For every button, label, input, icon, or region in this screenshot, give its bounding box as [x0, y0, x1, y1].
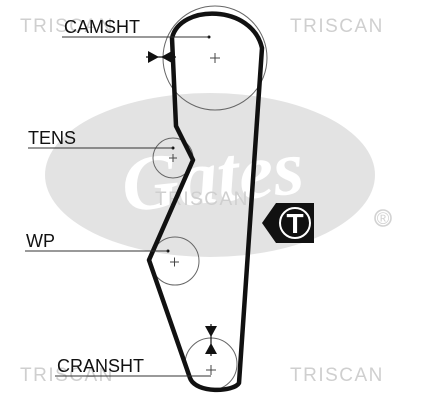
double-arrow-horizontal-icon — [146, 51, 176, 63]
double-arrow-vertical-icon — [205, 324, 217, 356]
plus-icon — [169, 154, 177, 162]
triscan-watermark-top-right: TRISCAN — [290, 16, 384, 37]
water-pump-label: WP — [26, 231, 55, 251]
camshaft-label: CAMSHT — [64, 17, 140, 37]
plus-icon — [170, 257, 179, 267]
crankshaft-label: CRANSHT — [57, 356, 144, 376]
plus-icon — [210, 53, 220, 63]
t-badge-icon: T — [262, 203, 314, 243]
registered-mark: ® — [377, 209, 390, 228]
plus-icon — [206, 365, 216, 375]
tension-badge-circle — [279, 207, 311, 239]
triscan-watermark-top-left: TRISCAN — [20, 16, 114, 37]
registered-mark-circle — [374, 209, 392, 227]
triscan-watermark-bottom-right: TRISCAN — [290, 365, 384, 386]
triscan-watermark-center: TRISCAN — [155, 189, 249, 210]
tensioner-label: TENS — [28, 128, 76, 148]
tension-badge-shape — [262, 203, 314, 243]
gates-logo-watermark: Gates ® — [45, 93, 392, 257]
tension-badge-letter: T — [286, 208, 303, 239]
timing-belt — [146, 11, 265, 393]
